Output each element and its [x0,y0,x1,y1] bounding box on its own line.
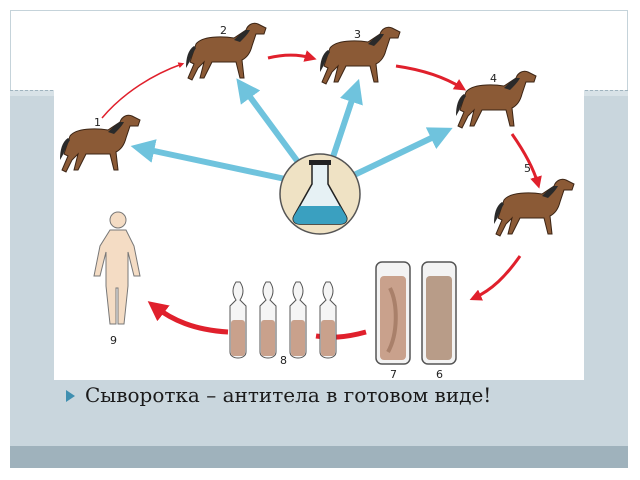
step-number: 9 [110,334,117,347]
arrow-1-2 [101,62,185,119]
step-number: 4 [490,72,497,85]
step-number: 5 [524,162,531,175]
serum-production-diagram: 1 2 3 4 5 6 7 8 9 [54,14,584,380]
ampoule [319,281,337,359]
slide-caption: Сыворотка – антитела в готовом виде! [85,383,492,407]
arrow-4-5 [510,133,542,189]
step-number: 7 [390,368,397,380]
antigen-flask [279,153,361,235]
horse-5 [493,178,575,237]
triangle-bullet-icon [66,390,75,402]
step-number: 8 [280,354,287,367]
bullet-item: Сыворотка – антитела в готовом виде! [66,380,606,410]
ampoule [289,281,307,359]
bottom-band [10,446,628,468]
tube-6 [421,261,457,365]
ampoule [229,281,247,359]
arrow-3-4 [395,64,467,91]
arrow-8-9 [147,301,229,335]
step-number: 6 [436,368,443,380]
ampoule [259,281,277,359]
ray-to-horse-4 [350,127,453,179]
step-numbers: 1 2 3 4 5 6 7 8 9 [94,24,531,380]
ray-to-horse-1 [130,139,291,183]
arrow-2-3 [267,50,317,62]
injection-rays [130,78,453,183]
ray-to-horse-3 [329,78,363,161]
ampoules [229,281,337,359]
ray-to-horse-2 [236,78,301,164]
human-figure [93,211,141,325]
step-number: 1 [94,116,101,129]
arrow-5-6 [469,255,522,301]
red-arrows [101,50,542,340]
tube-7 [375,261,411,365]
step-number: 3 [354,28,361,41]
step-number: 2 [220,24,227,37]
